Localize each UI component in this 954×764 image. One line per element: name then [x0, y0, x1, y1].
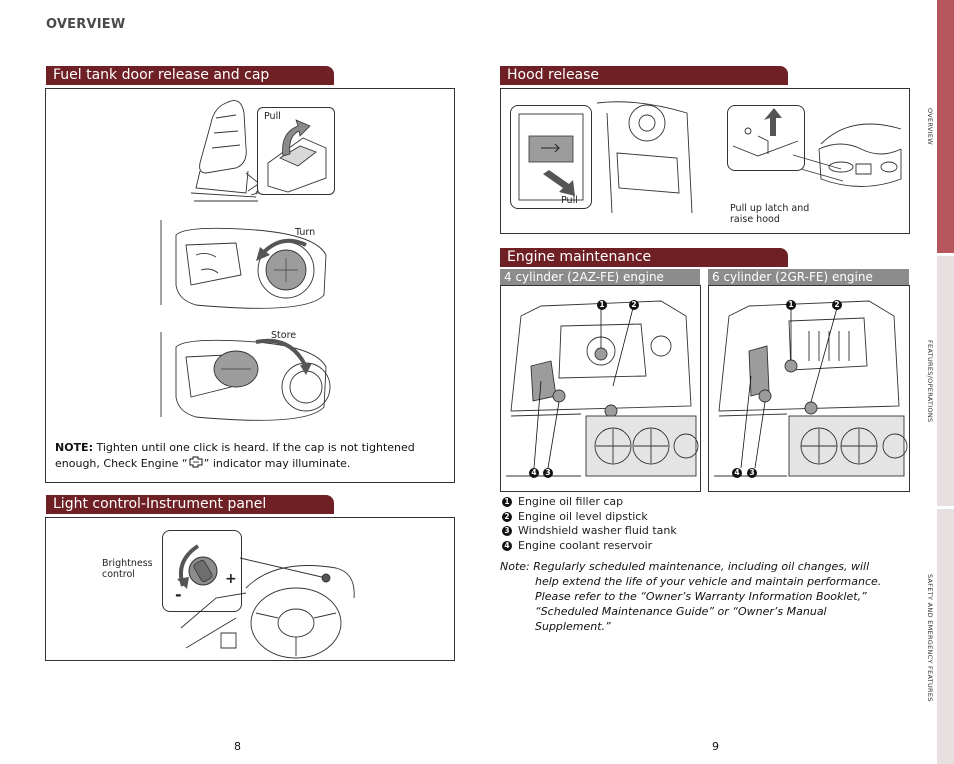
hood-latch-inset: [727, 105, 805, 171]
hood-latch-label-2: raise hood: [730, 214, 780, 225]
four-cyl-panel: 1 2 4 3: [500, 285, 701, 492]
legend-item: 3 Windshield washer fluid tank: [502, 524, 677, 538]
latch-leader-lines: [792, 154, 844, 182]
light-section-title: Light control-Instrument panel: [46, 495, 334, 514]
six-cyl-engine-illustration: [714, 300, 908, 477]
legend-number: 1: [502, 497, 512, 507]
brightness-label: Brightness: [102, 558, 153, 569]
note-line-2b: ” indicator may illuminate.: [203, 457, 351, 470]
section-header: OVERVIEW: [46, 17, 126, 32]
page-number-left: 8: [234, 740, 241, 753]
fuel-section-title: Fuel tank door release and cap: [46, 66, 334, 85]
hood-release-interior-illustration: [596, 101, 693, 214]
sidebar-tab-overview-bg[interactable]: [937, 0, 954, 253]
marker-2: 2: [629, 300, 639, 310]
plus-sign: +: [225, 571, 237, 587]
legend-item: 1 Engine oil filler cap: [502, 495, 623, 509]
six-cyl-title: 6 cylinder (2GR-FE) engine: [708, 269, 909, 285]
maintenance-note-line: Please refer to the “Owner’s Warranty In…: [535, 590, 867, 603]
pull-arrow-icon: [267, 119, 327, 193]
hood-panel: Pull Pull up latch and raise hood: [500, 88, 910, 234]
note-line-2a: enough, Check Engine “: [55, 457, 188, 470]
fuel-panel: Pull Turn: [45, 88, 455, 483]
legend-item: 2 Engine oil level dipstick: [502, 510, 648, 524]
marker-2: 2: [832, 300, 842, 310]
instrument-panel-illustration: [180, 557, 355, 659]
minus-sign: -: [175, 585, 182, 604]
control-label: control: [102, 569, 135, 580]
fuel-note: NOTE: Tighten until one click is heard. …: [55, 440, 450, 472]
hood-section-title: Hood release: [500, 66, 788, 85]
maintenance-note-line: “Scheduled Maintenance Guide” or “Owner’…: [535, 605, 827, 618]
pull-label: Pull: [264, 111, 281, 122]
sidebar-tab-features-bg[interactable]: [937, 256, 954, 506]
legend-item: 4 Engine coolant reservoir: [502, 539, 652, 553]
brightness-dial-inset: + -: [162, 530, 242, 612]
hood-latch-icon: [732, 108, 799, 157]
sidebar-tab-safety[interactable]: SAFETY AND EMERGENCY FEATURES: [926, 574, 934, 702]
maintenance-note-line: Note: Regularly scheduled maintenance, i…: [500, 560, 870, 573]
legend-text: Engine coolant reservoir: [518, 539, 653, 552]
four-cyl-engine-illustration: [506, 300, 699, 477]
hood-lever-icon: [518, 113, 584, 201]
hood-pull-label: Pull: [561, 195, 578, 206]
page-number-right: 9: [712, 740, 719, 753]
maintenance-note-line: help extend the life of your vehicle and…: [535, 575, 882, 588]
check-engine-icon: [189, 456, 203, 468]
brightness-dial-icon: [177, 544, 218, 589]
sidebar-tab-features[interactable]: FEATURES/OPERATIONS: [926, 340, 934, 423]
sidebar-tab-safety-bg[interactable]: [937, 509, 954, 764]
maintenance-note: Note: Regularly scheduled maintenance, i…: [500, 559, 920, 634]
turn-label: Turn: [295, 227, 316, 238]
marker-3: 3: [747, 468, 757, 478]
maintenance-note-line: Supplement.”: [535, 620, 611, 633]
marker-1: 1: [786, 300, 796, 310]
marker-4: 4: [732, 468, 742, 478]
legend-number: 3: [502, 526, 512, 536]
legend-text: Windshield washer fluid tank: [518, 524, 677, 537]
legend-number: 4: [502, 541, 512, 551]
legend-text: Engine oil filler cap: [518, 495, 624, 508]
note-label: NOTE:: [55, 441, 93, 454]
fuel-cap-store-illustration: [160, 332, 331, 421]
legend-text: Engine oil level dipstick: [518, 510, 648, 523]
legend-number: 2: [502, 512, 512, 522]
sidebar: [937, 0, 954, 764]
six-cyl-panel: 1 2 4 3: [708, 285, 910, 492]
marker-4: 4: [529, 468, 539, 478]
car-front-illustration: [818, 123, 902, 187]
engine-section-title: Engine maintenance: [500, 248, 788, 267]
marker-3: 3: [543, 468, 553, 478]
store-label: Store: [271, 330, 297, 341]
fuel-release-inset: Pull: [257, 107, 335, 195]
marker-1: 1: [597, 300, 607, 310]
light-panel: Brightness control + -: [45, 517, 455, 661]
four-cyl-title: 4 cylinder (2AZ-FE) engine: [500, 269, 700, 285]
note-line-1: Tighten until one click is heard. If the…: [92, 441, 415, 454]
fuel-cap-turn-illustration: [160, 220, 327, 309]
sidebar-tab-overview[interactable]: OVERVIEW: [926, 108, 934, 146]
hood-latch-label-1: Pull up latch and: [730, 203, 810, 214]
hood-release-inset: Pull: [510, 105, 592, 209]
